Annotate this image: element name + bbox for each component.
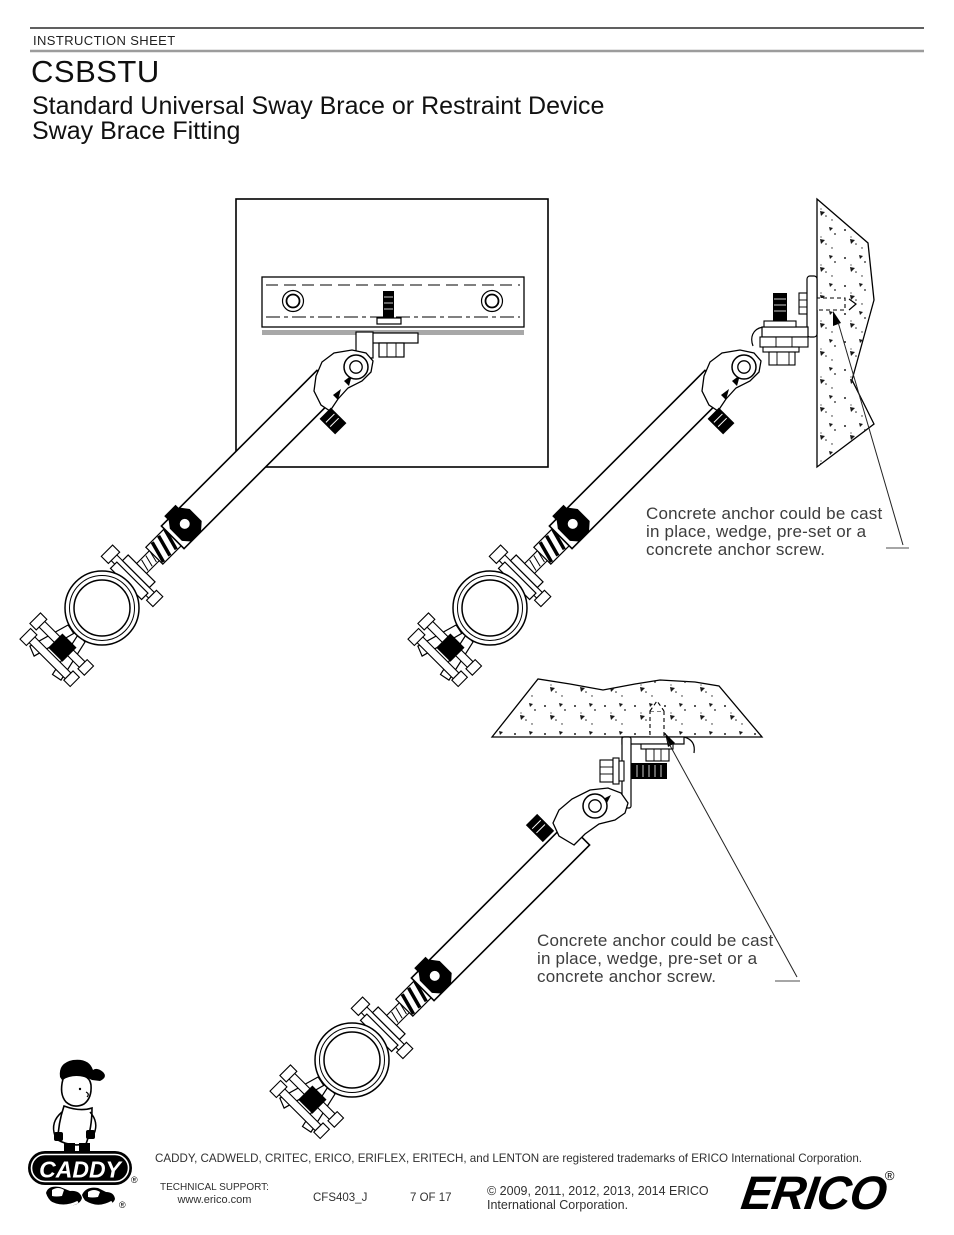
ceiling-anchor-note: Concrete anchor could be cast in place, … [537, 931, 774, 986]
wall-note-leader-line [833, 311, 909, 549]
wall-anchor-note: Concrete anchor could be cast in place, … [646, 504, 883, 559]
caddy-badge [28, 1151, 132, 1185]
technical-support-url: www.erico.com [177, 1194, 252, 1206]
ceiling-anchor-diagram [263, 678, 800, 1146]
threaded-stud [376, 291, 402, 325]
cap-icon [59, 1059, 105, 1081]
product-subtitle-line1: Standard Universal Sway Brace or Restrai… [32, 92, 605, 120]
swivel-jaw-fitting [525, 787, 629, 846]
concrete-anchor [649, 700, 665, 738]
bracket-hardware-stack [759, 293, 809, 366]
ceiling-note-leader-line [665, 733, 800, 982]
erico-registered-mark: ® [884, 1168, 895, 1183]
caddy-registered-mark: ® [131, 1175, 138, 1185]
page-indicator: 7 OF 17 [410, 1192, 452, 1204]
technical-support-label: TECHNICAL SUPPORT: [160, 1182, 269, 1193]
wall-anchor-diagram [401, 197, 909, 694]
bracket-bolt [599, 757, 667, 785]
mascot-shoes [46, 1186, 115, 1208]
erico-logo-text: ERICO [738, 1166, 890, 1219]
caddy-logo: CADDY ® ® [28, 1059, 138, 1210]
concrete-ceiling-slab [490, 678, 764, 738]
concrete-wall [816, 197, 875, 469]
caddy-mascot [52, 1059, 105, 1155]
caddy-logo-text: CADDY [39, 1157, 123, 1183]
product-code-title: CSBSTU [31, 54, 160, 89]
technical-support-block: TECHNICAL SUPPORT: www.erico.com [160, 1182, 269, 1206]
copyright-block: © 2009, 2011, 2012, 2013, 2014 ERICO Int… [487, 1184, 709, 1212]
trademark-line: CADDY, CADWELD, CRITEC, ERICO, ERIFLEX, … [155, 1152, 863, 1165]
document-number: CFS403_J [313, 1192, 368, 1204]
inset-box [235, 198, 549, 468]
strut-channel [261, 276, 525, 335]
erico-logo: ERICO® [738, 1165, 895, 1220]
caddy-registered-mark-2: ® [119, 1200, 126, 1210]
doc-type-label: INSTRUCTION SHEET [33, 33, 176, 48]
product-subtitle-line2: Sway Brace Fitting [32, 117, 241, 145]
strut-channel-diagram [13, 198, 549, 694]
